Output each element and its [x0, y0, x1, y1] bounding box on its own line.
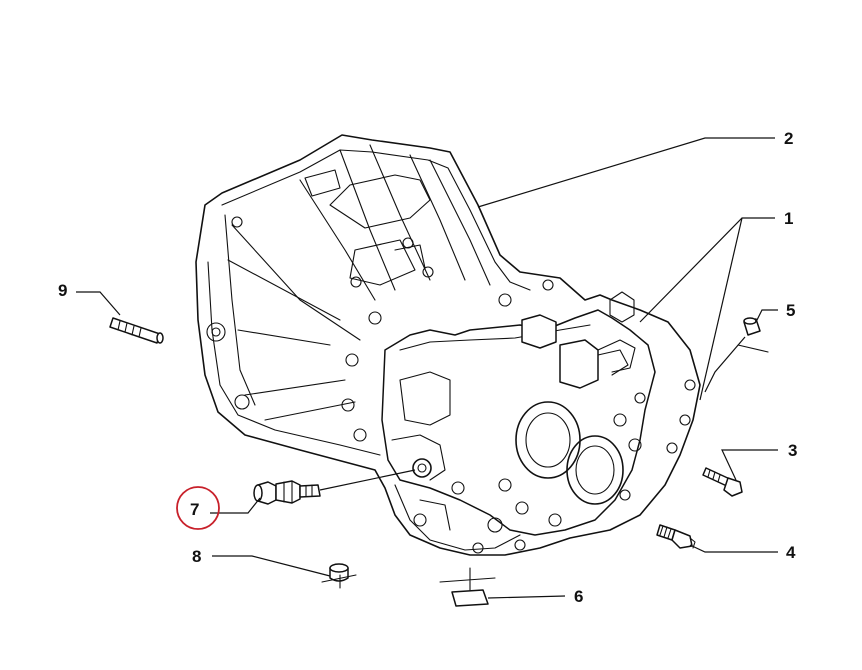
gearbox-casing: [381, 291, 696, 554]
bolt-part-3: [702, 467, 743, 497]
callout-9[interactable]: 9: [58, 281, 67, 300]
callout-3[interactable]: 3: [788, 441, 797, 460]
callout-5[interactable]: 5: [786, 301, 795, 320]
plug-part-8: [321, 563, 357, 589]
leader-lines: [76, 137, 778, 599]
callout-4[interactable]: 4: [786, 543, 796, 562]
gearbox-housing: [195, 134, 701, 556]
callout-6[interactable]: 6: [574, 587, 583, 606]
stud-part-9: [109, 317, 164, 344]
callout-labels: 1 2 3 4 5 6 7 8 9: [58, 129, 797, 606]
callout-2[interactable]: 2: [784, 129, 793, 148]
sensor-part-7: [253, 480, 321, 505]
callout-1[interactable]: 1: [784, 209, 793, 228]
callout-8[interactable]: 8: [192, 547, 201, 566]
highlight-ring-callout-7: [176, 486, 220, 530]
stud-part-4: [656, 524, 696, 549]
seal-part-6: [439, 567, 496, 607]
bush-part-5: [737, 317, 769, 353]
callout-7[interactable]: 7: [190, 500, 199, 519]
